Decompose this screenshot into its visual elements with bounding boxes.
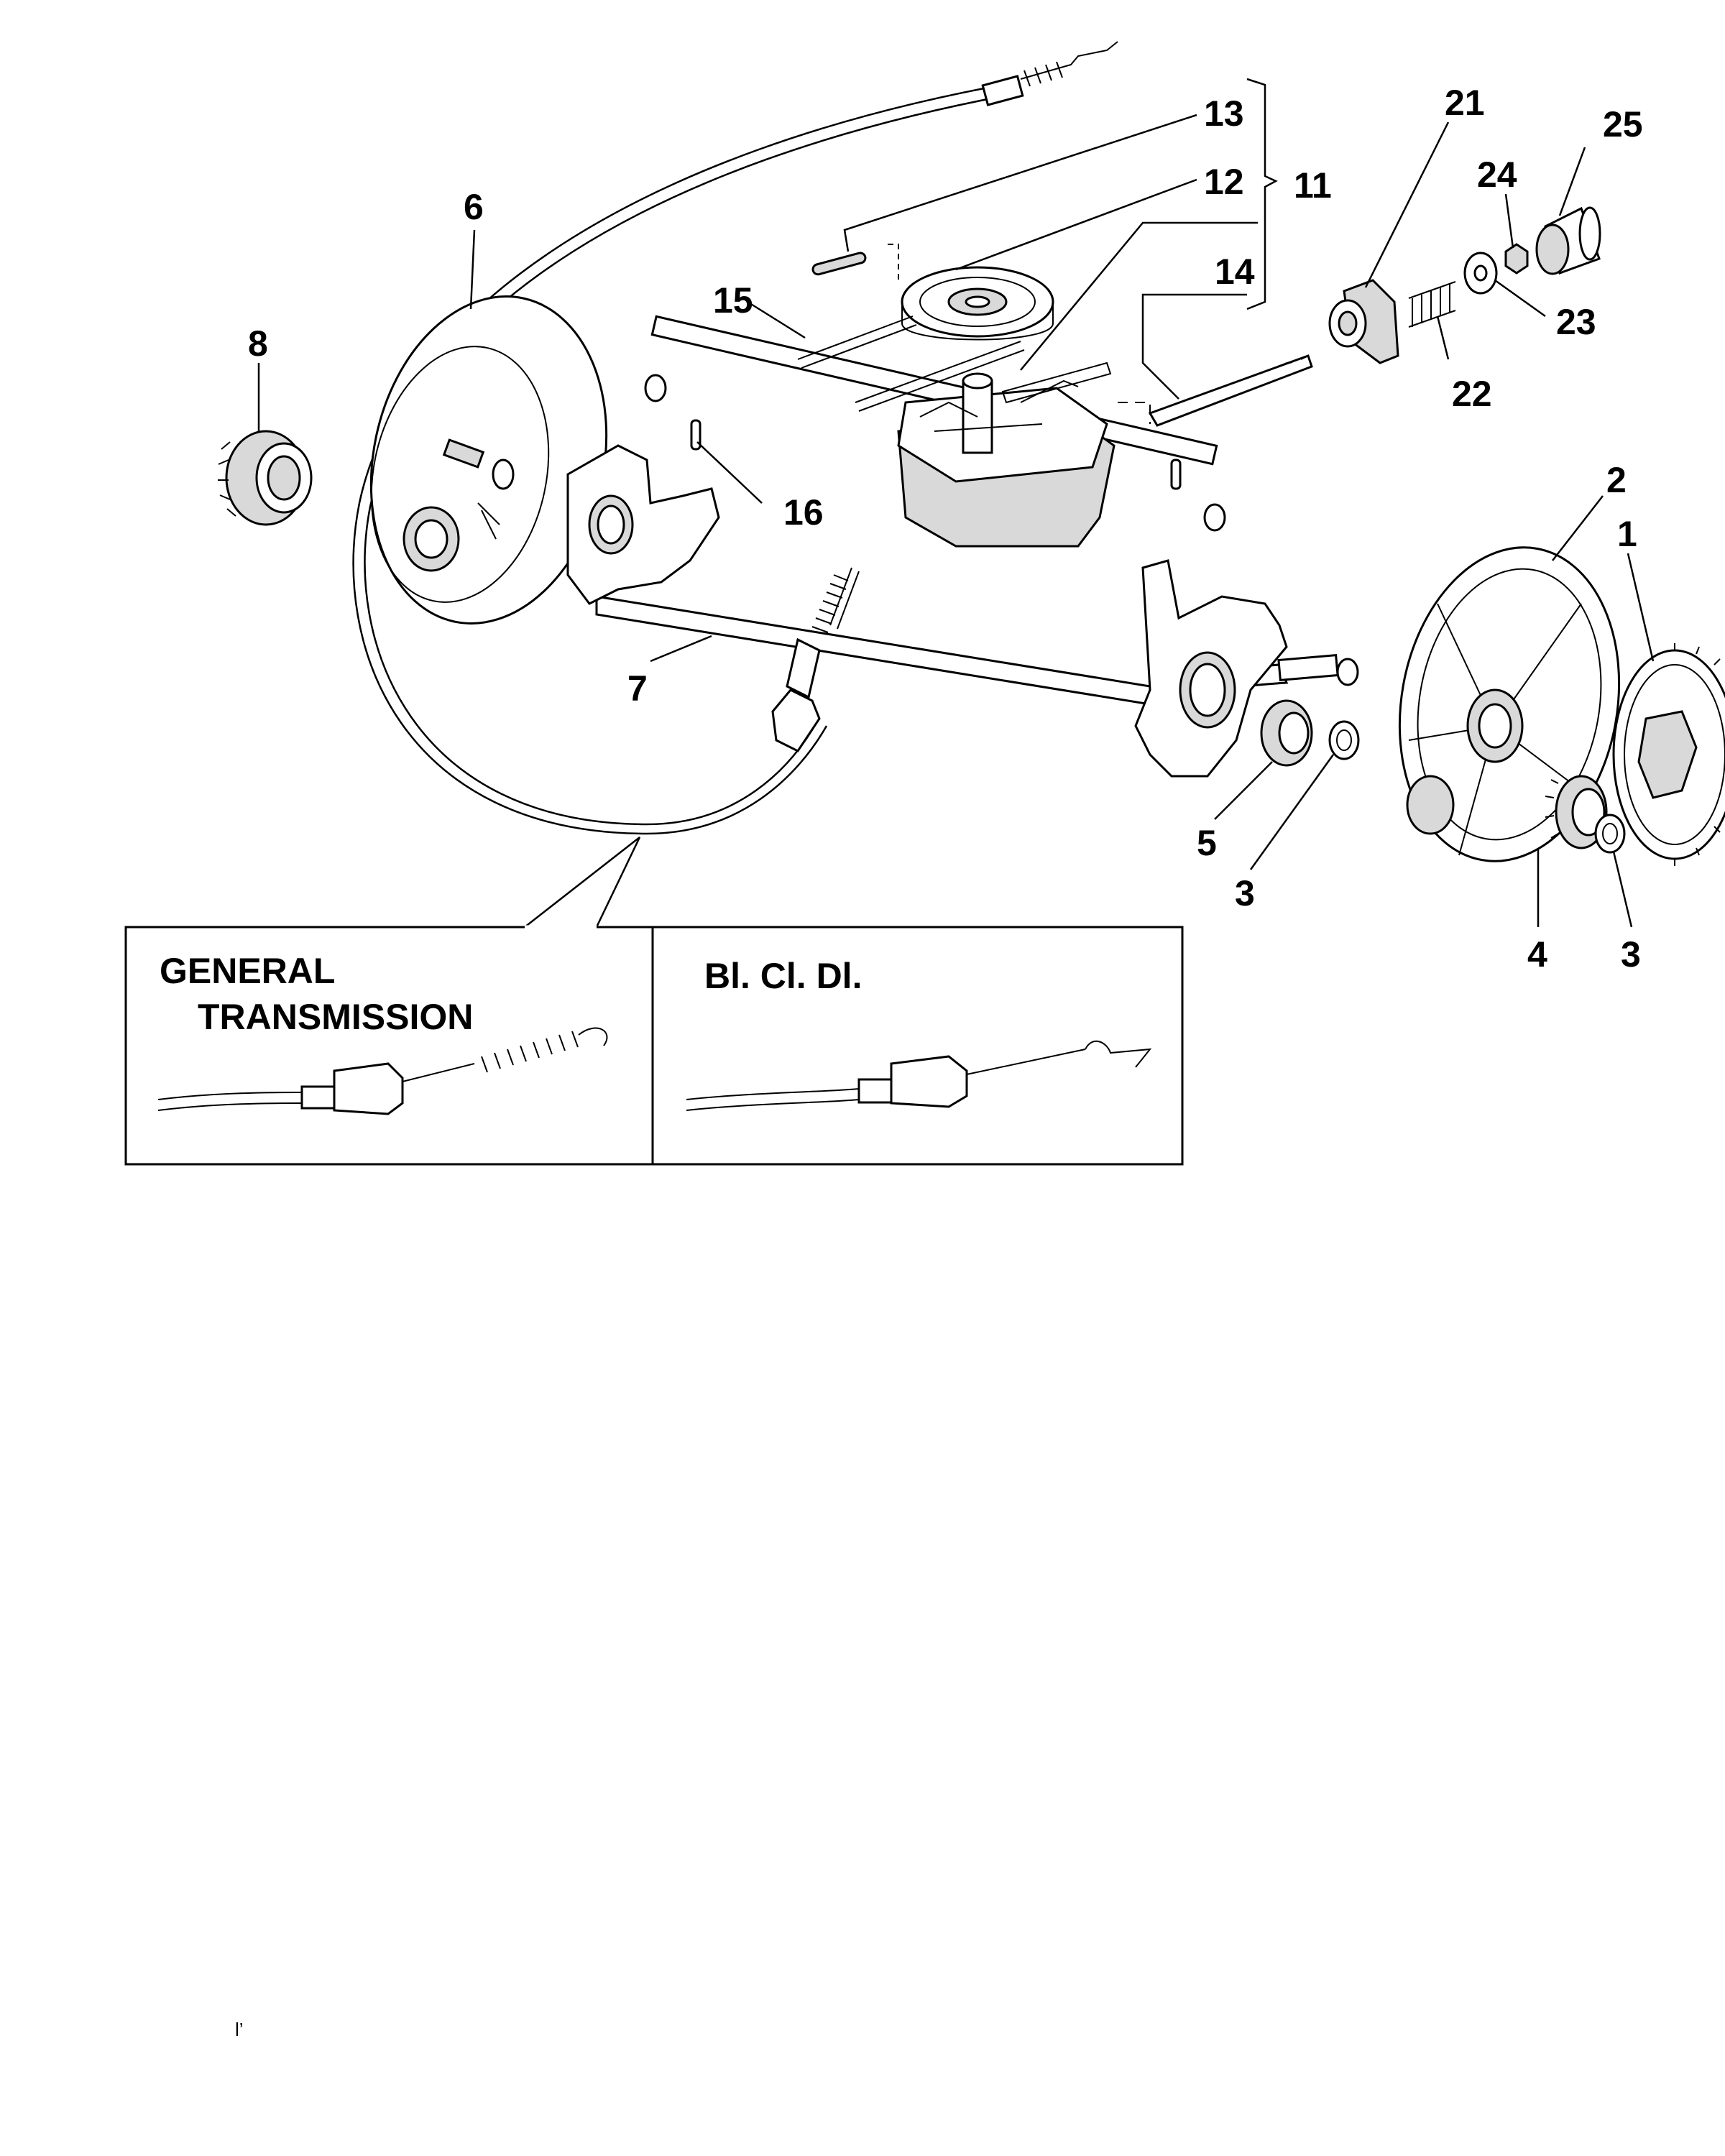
cable-variants-inset: GENERAL TRANSMISSION Bl. Cl. Dl. xyxy=(124,837,1184,1166)
part-15-belt xyxy=(797,315,1025,412)
right-axle-bracket xyxy=(1134,559,1288,778)
part-1-drive-gear xyxy=(1612,643,1725,866)
part-6-left-wheel-cover xyxy=(369,295,608,625)
cable-spring xyxy=(771,567,860,752)
inset-right-title: Bl. Cl. Dl. xyxy=(704,956,862,996)
blcldl-cable-end xyxy=(686,1040,1152,1111)
callout-22: 22 xyxy=(1452,374,1492,414)
callout-24: 24 xyxy=(1477,155,1517,195)
part-24-nut xyxy=(1504,243,1529,275)
callout-12: 12 xyxy=(1204,162,1244,202)
transmission-gearbox xyxy=(644,315,1226,548)
part-13-key xyxy=(811,252,867,276)
callout-1: 1 xyxy=(1617,514,1637,554)
footer-mark: l’ xyxy=(235,2019,244,2040)
inset-left-title-line1: GENERAL xyxy=(160,951,335,991)
callout-15: 15 xyxy=(713,280,753,321)
callout-14: 14 xyxy=(1215,252,1255,292)
part-4-pinion xyxy=(1545,775,1608,849)
callout-4: 4 xyxy=(1527,934,1547,975)
part-5-bearing xyxy=(1260,699,1313,767)
part-14-lever-rod xyxy=(1118,354,1313,427)
part-21-pawl-housing xyxy=(1328,279,1399,364)
callout-5: 5 xyxy=(1197,823,1217,863)
callout-2: 2 xyxy=(1606,460,1627,500)
callout-8: 8 xyxy=(248,323,268,364)
callout-23: 23 xyxy=(1556,302,1596,342)
part-22-spring xyxy=(1408,281,1456,328)
callout-21: 21 xyxy=(1445,83,1485,123)
part-8-bushing xyxy=(218,430,313,526)
part-12-pulley xyxy=(901,266,1054,341)
callout-16: 16 xyxy=(783,492,824,533)
part-23-washer xyxy=(1463,252,1498,295)
leader-lines xyxy=(257,78,1655,928)
part-25-cap xyxy=(1535,206,1601,275)
callout-7: 7 xyxy=(627,668,648,709)
callout-13: 13 xyxy=(1204,93,1244,134)
general-transmission-cable-end xyxy=(157,1027,608,1115)
callout-3-right: 3 xyxy=(1621,934,1641,975)
left-axle-bracket xyxy=(566,444,720,605)
part-2-right-wheel-cover xyxy=(1398,546,1621,862)
part-3-washers xyxy=(1328,720,1626,854)
callout-3-left: 3 xyxy=(1235,873,1255,913)
drive-cable xyxy=(352,41,1118,835)
inset-left-title-line2: TRANSMISSION xyxy=(198,997,473,1037)
callout-11: 11 xyxy=(1294,165,1332,206)
callout-25: 25 xyxy=(1603,104,1643,144)
callout-6: 6 xyxy=(464,187,484,227)
